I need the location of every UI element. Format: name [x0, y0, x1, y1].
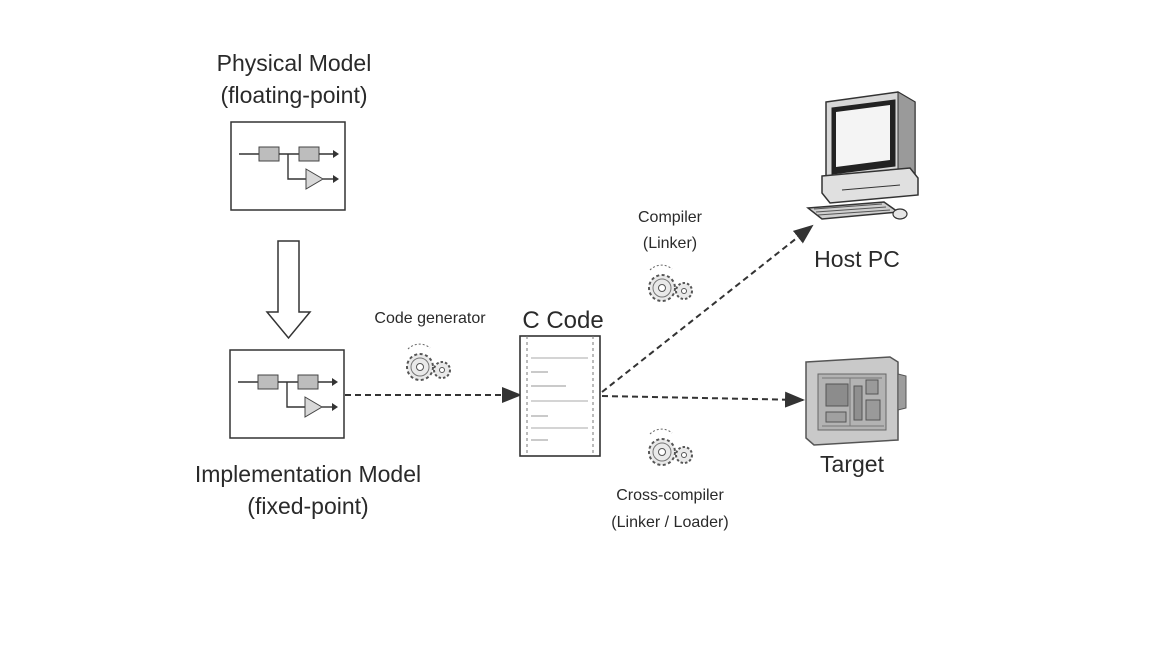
- down-arrow-icon: [265, 240, 312, 340]
- computer-icon: [806, 91, 919, 220]
- physical-model-subtitle: (floating-point): [220, 82, 368, 108]
- c-code-title: C Code: [522, 307, 604, 334]
- code-generator-gears-icon: [406, 343, 451, 381]
- implementation-model-block: [229, 349, 345, 439]
- physical-model-title: Physical Model: [216, 50, 372, 76]
- compiler-label: Compiler: [637, 209, 702, 226]
- c-code-document-icon: [519, 335, 601, 457]
- implementation-model-title: Implementation Model: [194, 461, 422, 487]
- physical-model-block: [230, 121, 346, 211]
- code-generator-label: Code generator: [374, 310, 486, 327]
- arrow-ccode-to-target: [601, 391, 805, 408]
- target-label: Target: [820, 451, 884, 477]
- circuit-board-icon: [805, 356, 907, 446]
- compiler-sublabel: (Linker): [642, 235, 698, 252]
- arrow-ccode-to-host: [601, 224, 814, 393]
- cross-compiler-label: Cross-compiler: [616, 487, 724, 504]
- cross-compiler-gears-icon: [648, 428, 693, 466]
- cross-compiler-sublabel: (Linker / Loader): [611, 514, 729, 531]
- implementation-model-subtitle: (fixed-point): [247, 493, 369, 519]
- compiler-gears-icon: [648, 264, 693, 302]
- host-pc-label: Host PC: [814, 246, 900, 272]
